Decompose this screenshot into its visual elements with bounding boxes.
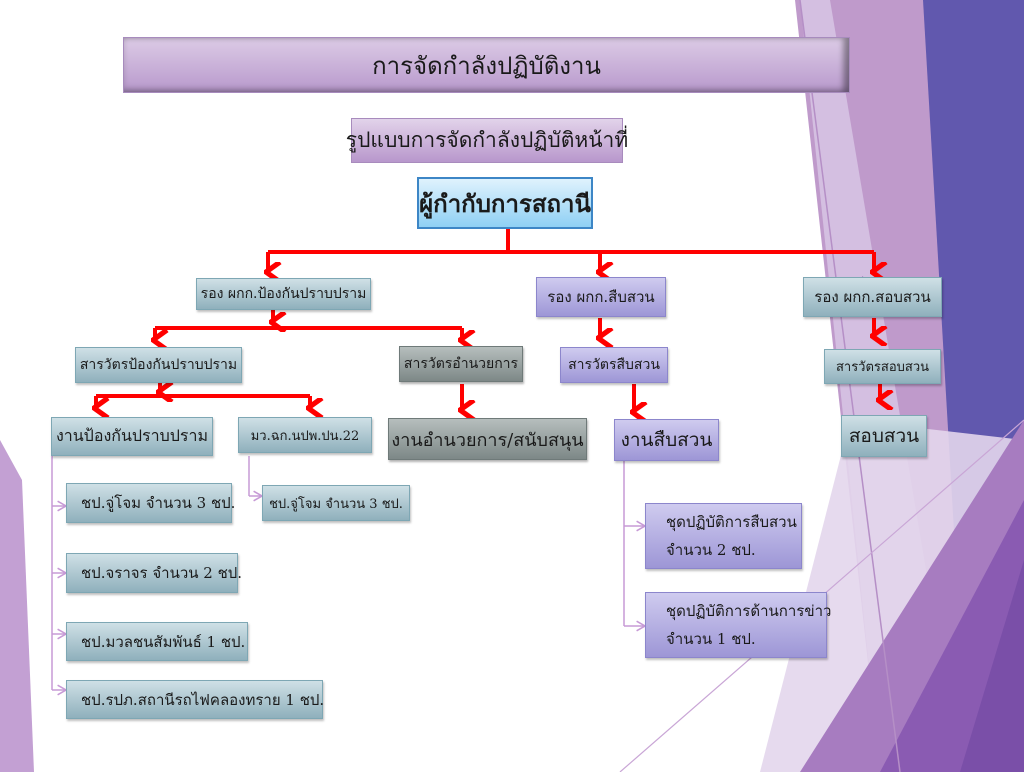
node-inspector-admin[interactable]: สารวัตรอำนวยการ [399,346,523,382]
node-prevention-work[interactable]: งานป้องกันปราบปราม [51,417,213,456]
slide-title-text: การจัดกำลังปฏิบัติงาน [372,51,601,80]
node-station-superintendent[interactable]: ผู้กำกับการสถานี [417,177,593,229]
node-volunteer-unit[interactable]: มว.ฉก.นปพ.ปน.22 [238,417,372,453]
team-prevention-1[interactable]: ชป.จู่โจม จำนวน 3 ชป. [66,483,235,523]
node-deputy-investigation[interactable]: รอง ผกก.สืบสวน [536,277,666,317]
node-admin-work[interactable]: งานอำนวยการ/สนับสนุน [388,418,587,460]
node-inspector-prevention[interactable]: สารวัตรป้องกันปราบปราม [75,347,242,383]
node-inquiry-work[interactable]: สอบสวน [841,415,927,457]
team-volunteer-1[interactable]: ชป.จู่โจม จำนวน 3 ชป. [262,485,410,521]
slide-subtitle: รูปแบบการจัดกำลังปฏิบัติหน้าที่ [346,118,628,163]
slide-subtitle-text: รูปแบบการจัดกำลังปฏิบัติหน้าที่ [345,128,629,152]
team-prevention-3[interactable]: ชป.มวลชนสัมพันธ์ 1 ชป. [66,622,248,661]
node-deputy-inquiry[interactable]: รอง ผกก.สอบสวน [803,277,942,317]
node-deputy-prevention[interactable]: รอง ผกก.ป้องกันปราบปราม [196,278,371,310]
team-prevention-4[interactable]: ชป.รปภ.สถานีรถไฟคลองทราย 1 ชป. [66,680,324,719]
team-investigation-2[interactable]: ชุดปฏิบัติการด้านการข่าว จำนวน 1 ชป. [645,592,831,658]
bg-shape-violet [960,560,1024,772]
node-investigation-work[interactable]: งานสืบสวน [614,419,719,461]
slide-title: การจัดกำลังปฏิบัติงาน [123,37,850,93]
team-prevention-2[interactable]: ชป.จราจร จำนวน 2 ชป. [66,553,242,593]
node-inspector-inquiry[interactable]: สารวัตรสอบสวน [824,349,941,384]
node-inspector-investigation[interactable]: สารวัตรสืบสวน [560,347,668,383]
bg-shape-left [0,440,34,772]
bg-line [799,0,901,772]
team-investigation-1[interactable]: ชุดปฏิบัติการสืบสวน จำนวน 2 ชป. [645,503,802,569]
